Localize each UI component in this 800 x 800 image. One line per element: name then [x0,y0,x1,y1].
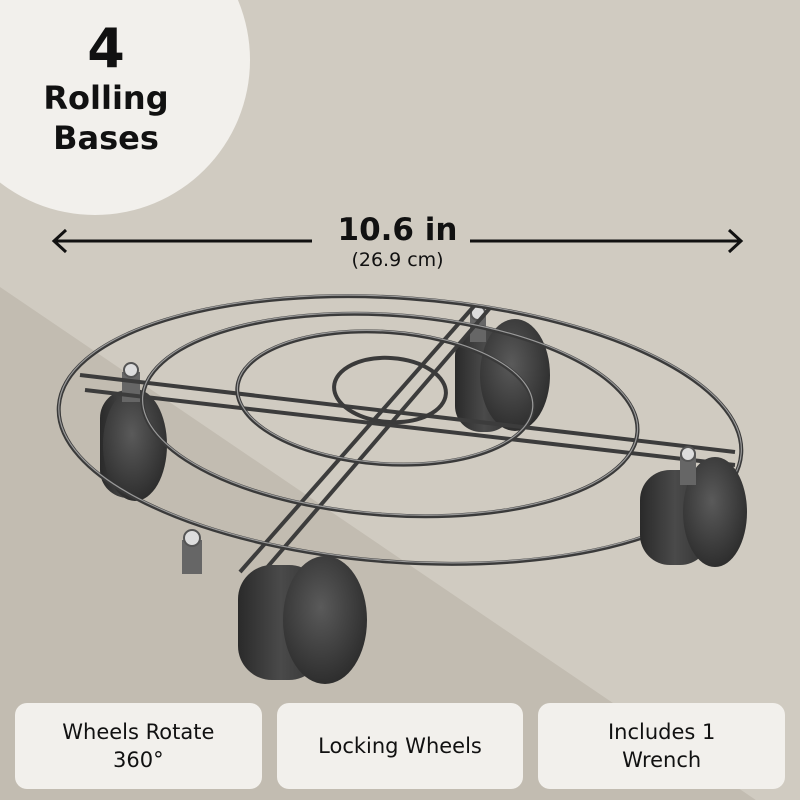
dimension-arrow [51,228,744,254]
dimension-value: 10.6 in [337,212,458,248]
caster-right [640,446,747,567]
feature-card-rotation: Wheels Rotate 360° [15,703,262,789]
quantity-badge: 4 Rolling Bases [0,20,212,158]
caster-front [182,529,367,684]
badge-line-2: Bases [53,119,159,157]
badge-line-1: Rolling [43,79,169,117]
feature-card-locking: Locking Wheels [276,703,524,789]
cross-bars [79,303,736,580]
feature-cards: Wheels Rotate 360° Locking Wheels Includ… [15,703,786,789]
ring-highlights [58,294,742,564]
arrow-left-icon [51,228,312,254]
dimension-metric: (26.9 cm) [351,249,444,271]
dimension-callout: 10.6 in (26.9 cm) [50,212,745,282]
feature-card-wrench: Includes 1 Wrench [538,703,786,789]
arrow-right-icon [470,228,744,254]
badge-count: 4 [87,17,125,80]
